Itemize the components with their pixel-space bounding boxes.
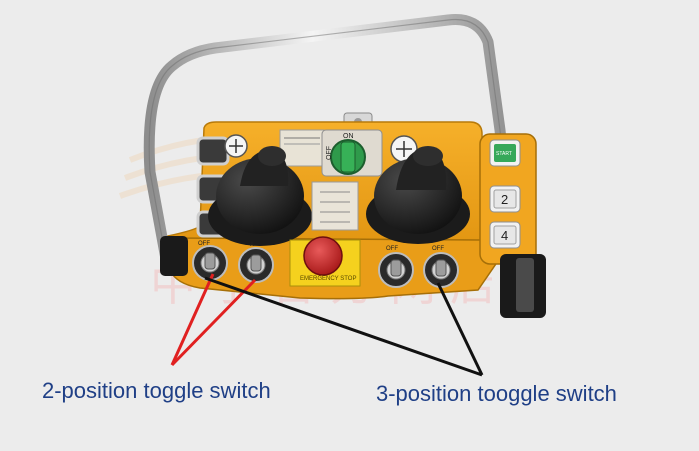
toggle-switch-2 [238,247,274,283]
start-button-label: START [496,151,512,157]
power-key-switch [321,129,383,177]
toggle-1-label: OFF [198,241,210,247]
left-joystick [208,146,312,246]
estop-label: EMERGENCY STOP [300,276,356,282]
callout-lines-black [204,276,484,377]
label-plate-center [311,181,359,231]
toggle-3-label: OFF [386,246,398,252]
caption-3-position: 3-position tooggle switch [376,381,617,406]
toggle-switch-4 [423,252,459,288]
toggle-switch-1 [192,245,228,281]
left-foot [160,236,188,276]
button-2-label: 2 [501,192,508,207]
button-4-label: 4 [501,228,508,243]
right-joystick [366,146,470,244]
caption-2-position: 2-position toggle switch [42,378,271,403]
toggle-2-label: A [250,242,254,248]
emergency-stop-button [303,236,343,276]
start-button [489,139,521,167]
button-4 [489,221,521,249]
toggle-4-label: OFF [432,246,444,252]
label-plate-left [279,129,325,167]
power-on-label: ON [343,133,354,140]
callout-lines-red [170,273,257,367]
button-2 [489,185,521,213]
power-off-label: OFF [326,146,333,160]
toggle-switch-3 [378,252,414,288]
